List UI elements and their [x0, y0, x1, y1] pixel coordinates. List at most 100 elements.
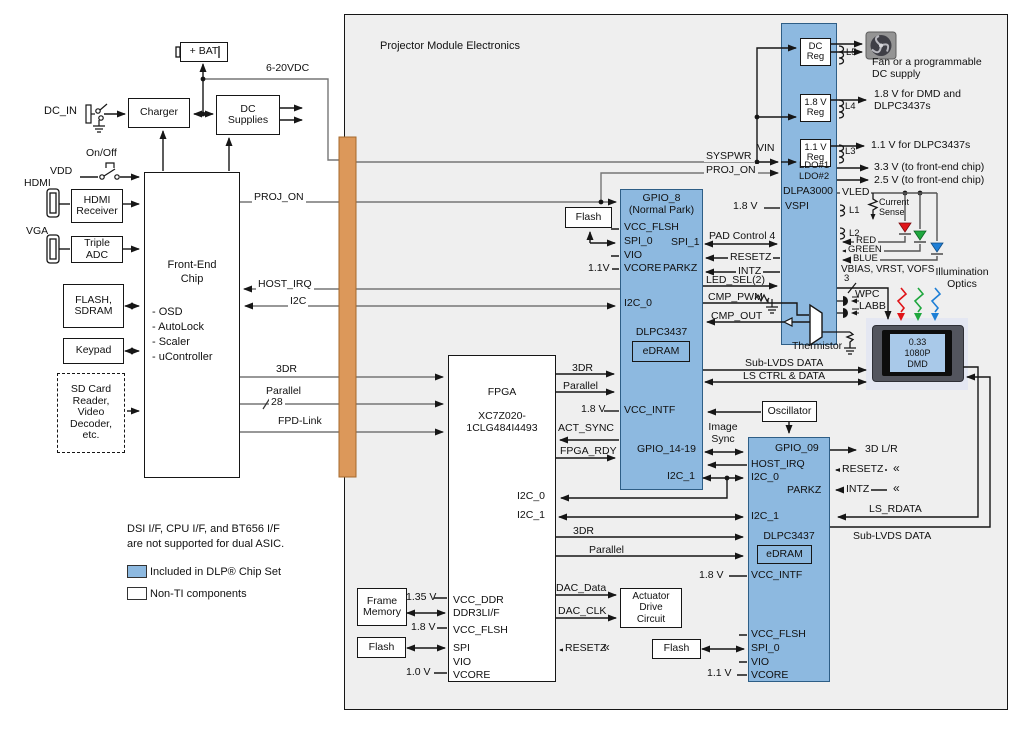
dlpc1-pin-spi0: SPI_0 [624, 235, 653, 247]
label-hdmi: HDMI [24, 177, 51, 189]
hdmi-connector-icon [46, 188, 60, 218]
label-on-off: On/Off [86, 147, 117, 159]
flash-box-dlpc2: Flash [652, 639, 701, 659]
fpga-pin-vcore: VCORE [453, 669, 491, 681]
label-blue: BLUE [851, 253, 880, 265]
label-current-sense: Current Sense [879, 197, 910, 217]
label-3d-lr: 3D L/R [865, 443, 898, 455]
dlpc1-pin-vcc-intf: VCC_INTF [624, 404, 676, 416]
label-syspwr: SYSPWR [704, 150, 754, 162]
label-3dr: 3DR [276, 363, 298, 375]
label-sub-lvds-1: Sub-LVDS DATA [745, 357, 824, 369]
actuator-drive-box: Actuator Drive Circuit [620, 588, 682, 628]
front-end-chip-box [144, 172, 240, 478]
label-i2c: I2C [288, 295, 309, 307]
label-parallel-width: 28 [269, 396, 285, 408]
label-l3: L3 [845, 146, 856, 157]
triple-adc-box: Triple ADC [71, 236, 123, 263]
hdmi-receiver-box: HDMI Receiver [71, 189, 123, 223]
legend-swatch-non-ti [127, 587, 147, 600]
fpga-pin-ddr3l: DDR3LI/F [453, 607, 500, 619]
keypad-box: Keypad [63, 338, 124, 364]
front-end-chip-features: - OSD - AutoLock - Scaler - uController [152, 306, 213, 363]
label-vled: VLED [840, 186, 872, 198]
label-1v8-dlpc2: 1.8 V [699, 569, 724, 581]
dlpa3000-box [781, 23, 837, 345]
dlpa-ldo2: LDO#2 [799, 171, 830, 182]
flash-sdram-box: FLASH, SDRAM [63, 284, 124, 328]
chevron-resetz-fpga: « [603, 640, 610, 654]
edram-box-1: eDRAM [632, 341, 690, 362]
label-vin: VIN [757, 142, 775, 154]
note-1v8: 1.8 V for DMD and DLPC3437s [874, 88, 961, 112]
chevron-resetz-2: « [893, 461, 900, 475]
dlpc1-pin-parkz: PARKZ [663, 262, 698, 274]
label-dac-data: DAC_Data [556, 582, 607, 594]
label-l5: L5 [846, 47, 857, 58]
label-ls-rdata: LS_RDATA [869, 503, 922, 515]
dlpc2-name: DLPC3437 [763, 530, 815, 542]
front-end-chip-title: Front-End Chip [167, 259, 217, 285]
label-6-20vdc: 6-20VDC [266, 62, 310, 74]
sd-card-box: SD Card Reader, Video Decoder, etc. [57, 373, 125, 453]
dlpc1-name: DLPC3437 [635, 326, 688, 338]
legend-swatch-dlp [127, 565, 147, 578]
legend-included: Included in DLP® Chip Set [150, 566, 282, 578]
label-red: RED [854, 235, 879, 247]
label-parallel-b: Parallel [589, 544, 625, 556]
label-proj-on: PROJ_ON [252, 191, 306, 203]
edram-box-2: eDRAM [757, 545, 812, 564]
dmd-mirror-array: 0.33 1080P DMD [890, 334, 945, 372]
label-sub-lvds-2: Sub-LVDS DATA [853, 530, 932, 542]
dc-reg-box: DC Reg [800, 38, 831, 66]
dlpc1-pin-i2c1: I2C_1 [667, 470, 696, 482]
note-2v5: 2.5 V (to front-end chip) [874, 174, 985, 186]
label-proj-on-dlpa: PROJ_ON [704, 164, 758, 176]
frame-memory-box: Frame Memory [357, 588, 407, 626]
dlpc2-pin-vcore: VCORE [751, 669, 789, 681]
label-intz-1: INTZ [736, 265, 764, 277]
dlpa-ldo1: LDO#1 [799, 160, 830, 171]
battery-label: + BAT [189, 45, 219, 58]
label-host-irq: HOST_IRQ [256, 278, 314, 290]
on-off-switch-icon [99, 162, 120, 180]
flash-box-dlpc1: Flash [565, 207, 612, 228]
battery-box: + BAT [180, 42, 228, 62]
label-led-sel: LED_SEL(2) [706, 274, 765, 286]
note-1v1: 1.1 V for DLPC3437s [871, 139, 971, 151]
fpga-pin-vcc-flsh: VCC_FLSH [453, 624, 508, 636]
label-pad-control: PAD Control 4 [709, 230, 776, 242]
label-1v35: 1.35 V [406, 591, 437, 603]
charger-box: Charger [128, 98, 190, 128]
fpga-part-number: XC7Z020- 1CLG484I4493 [466, 410, 538, 434]
label-parallel-a: Parallel [563, 380, 599, 392]
label-resetz-1: RESETZ [728, 251, 774, 263]
label-illumination-optics: Illumination Optics [935, 266, 989, 290]
fpga-pin-i2c1: I2C_1 [517, 509, 546, 521]
label-1v8-fpga: 1.8 V [411, 621, 436, 633]
dlpa-pin-vspi: VSPI [785, 200, 809, 212]
fpga-box [448, 355, 556, 682]
label-ls-ctrl: LS CTRL & DATA [743, 370, 826, 382]
label-fpga-rdy: FPGA_RDY [560, 445, 617, 457]
label-dac-clk: DAC_CLK [558, 605, 607, 617]
label-intz-2: INTZ [844, 483, 872, 495]
dlpc2-pin-spi0: SPI_0 [751, 642, 780, 654]
label-resetz-2: RESETZ [840, 463, 886, 475]
label-resetz-fpga: RESETZ [563, 642, 609, 654]
dlpc1-pin-gpio14-19: GPIO_14-19 [637, 443, 696, 455]
label-vga: VGA [26, 225, 49, 237]
oscillator-box: Oscillator [762, 401, 817, 422]
label-l4: L4 [845, 101, 856, 112]
dlpc1-gpio8: GPIO_8 (Normal Park) [628, 192, 695, 216]
label-fpd-link: FPD-Link [278, 415, 322, 427]
label-3dr-b: 3DR [573, 525, 595, 537]
dc-jack-icon [85, 103, 108, 133]
label-image-sync: Image Sync [708, 421, 738, 445]
label-1v0: 1.0 V [406, 666, 431, 678]
dlpc2-pin-i2c0: I2C_0 [751, 471, 780, 483]
fpga-pin-vio: VIO [453, 656, 472, 668]
label-bus-3: 3 [844, 273, 850, 284]
label-1v1-dlpc1: 1.1V [588, 262, 610, 274]
